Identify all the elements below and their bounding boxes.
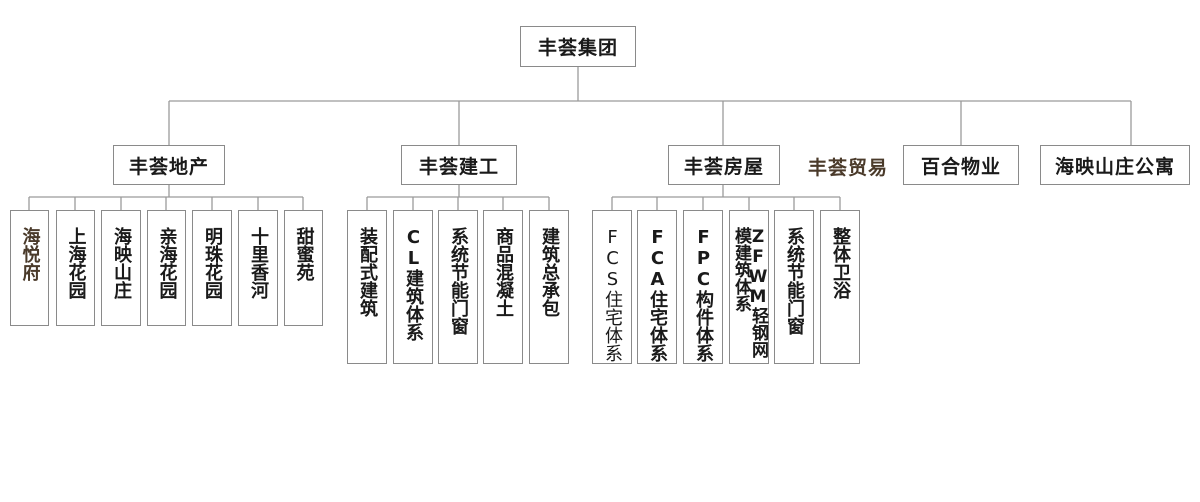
fangwu-item: ZFWM轻钢网模建筑体系 <box>729 210 769 364</box>
leaf-label: 系统节能门窗 <box>448 227 469 335</box>
leaf-label: 明珠花园 <box>202 227 223 299</box>
leaf-label: CL建筑体系 <box>403 227 424 341</box>
leaf-label: 海悦府 <box>19 227 41 281</box>
branch-jiangong-label: 丰荟建工 <box>418 155 499 178</box>
fangwu-item: FPC构件体系 <box>683 210 723 364</box>
leaf-label: FCS住宅体系 <box>602 227 623 362</box>
dichan-item: 明珠花园 <box>192 210 232 326</box>
branch-fangwu-label: 丰荟房屋 <box>683 155 764 178</box>
leaf-label: 装配式建筑 <box>357 227 378 317</box>
leaf-label: 系统节能门窗 <box>784 227 805 335</box>
jiangong-item: 系统节能门窗 <box>438 210 478 364</box>
jiangong-item: CL建筑体系 <box>393 210 433 364</box>
branch-gongyu: 海映山庄公寓 <box>1040 145 1190 185</box>
leaf-label: 十里香河 <box>248 227 269 299</box>
branch-maoyi-label: 丰荟贸易 <box>808 157 889 179</box>
dichan-item: 上海花园 <box>56 210 95 326</box>
dichan-item: 十里香河 <box>238 210 278 326</box>
dichan-item: 海映山庄 <box>101 210 141 326</box>
fangwu-item: FCS住宅体系 <box>592 210 632 364</box>
leaf-label: 上海花园 <box>65 227 87 299</box>
root-node: 丰荟集团 <box>520 26 636 67</box>
jiangong-item: 建筑总承包 <box>529 210 569 364</box>
fangwu-item: FCA住宅体系 <box>637 210 677 364</box>
branch-gongyu-label: 海映山庄公寓 <box>1054 155 1175 178</box>
leaf-label: 整体卫浴 <box>830 227 851 299</box>
fangwu-item: 整体卫浴 <box>820 210 860 364</box>
root-label: 丰荟集团 <box>537 37 618 59</box>
leaf-label: 商品混凝土 <box>493 227 514 317</box>
jiangong-item: 装配式建筑 <box>347 210 387 364</box>
dichan-item: 甜蜜苑 <box>284 210 323 326</box>
branch-jiangong: 丰荟建工 <box>401 145 517 185</box>
dichan-item: 海悦府 <box>10 210 49 326</box>
jiangong-item: 商品混凝土 <box>483 210 523 364</box>
fangwu-item: 系统节能门窗 <box>774 210 814 364</box>
branch-wuye-label: 百合物业 <box>920 155 1001 178</box>
leaf-label: FCA住宅体系 <box>647 227 668 362</box>
leaf-label: 海映山庄 <box>111 227 132 299</box>
leaf-label: ZFWM轻钢网模建筑体系 <box>731 227 768 358</box>
branch-dichan: 丰荟地产 <box>113 145 225 185</box>
dichan-item: 亲海花园 <box>147 210 186 326</box>
leaf-label: 甜蜜苑 <box>293 227 315 281</box>
leaf-label: 建筑总承包 <box>539 227 560 317</box>
branch-dichan-label: 丰荟地产 <box>128 155 209 178</box>
branch-wuye: 百合物业 <box>903 145 1019 185</box>
leaf-label: 亲海花园 <box>156 227 178 299</box>
leaf-label: FPC构件体系 <box>693 227 714 362</box>
branch-fangwu: 丰荟房屋 <box>668 145 780 185</box>
